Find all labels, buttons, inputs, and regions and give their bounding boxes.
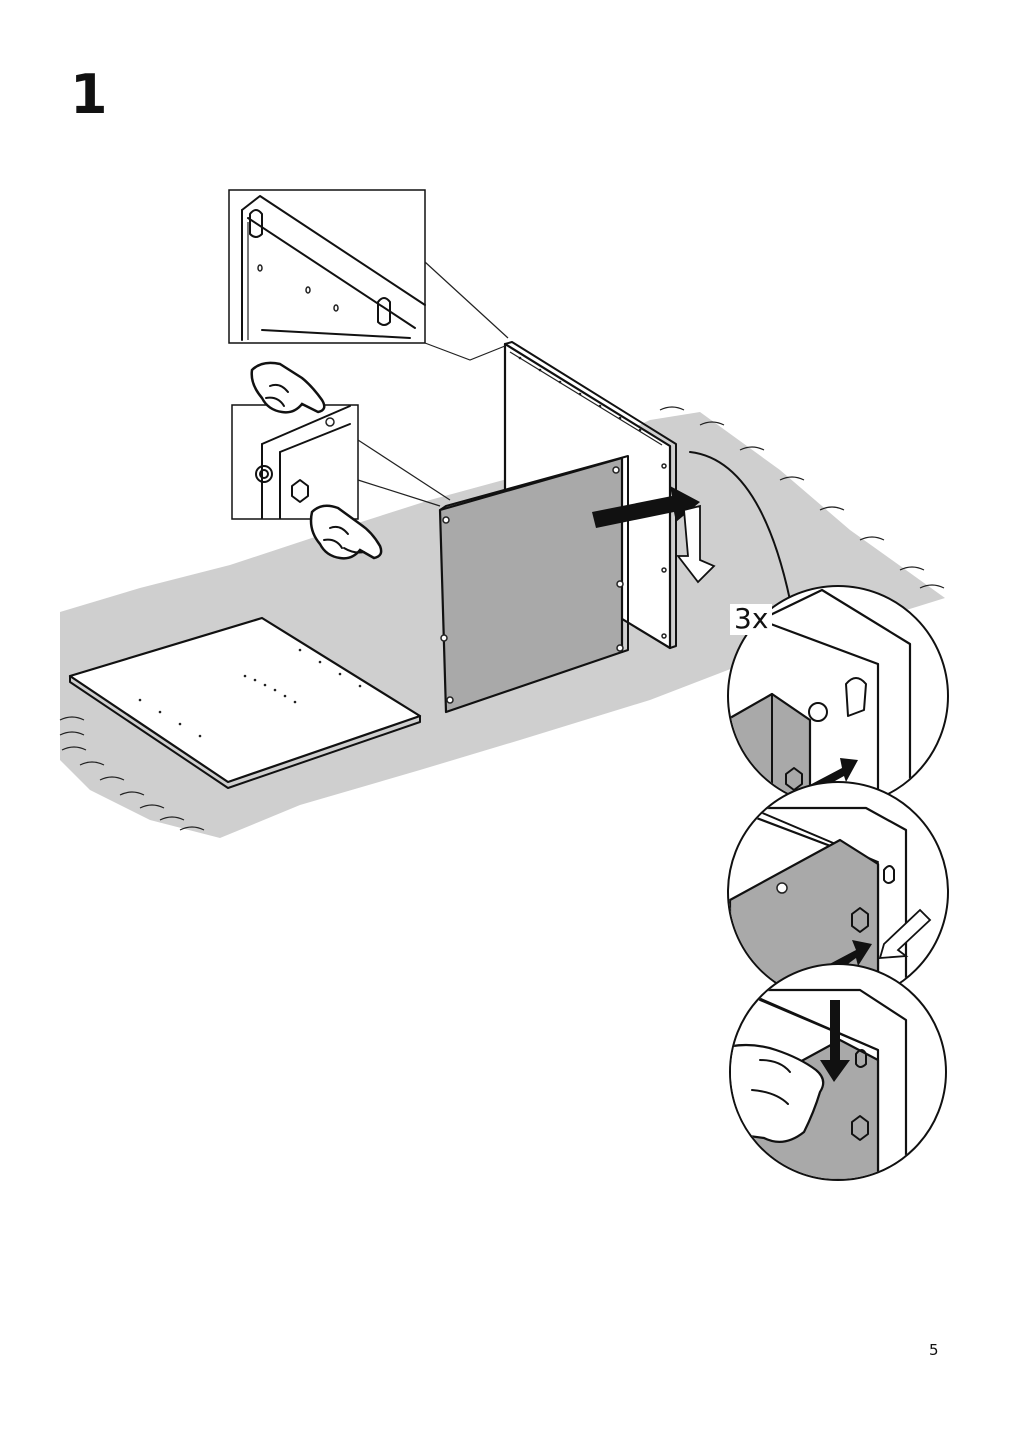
detail-box-top [228, 189, 509, 361]
step-number: 1 [70, 63, 108, 126]
arrow-down-icon [676, 504, 716, 584]
quantity-label: 3x [730, 603, 773, 635]
back-panel [438, 455, 629, 714]
detail-circle-1 [727, 585, 949, 807]
arrow-right-icon [592, 486, 700, 528]
leader-curve [689, 451, 791, 601]
rug-fringe-left [59, 716, 205, 831]
hand-pointing-cross-icon [309, 504, 383, 560]
detail-circle-3 [729, 963, 947, 1181]
floor-panel [68, 616, 422, 789]
page-number: 5 [929, 1341, 939, 1359]
hand-pointing-icon [250, 361, 326, 414]
rug-fringe-right [659, 406, 945, 589]
detail-box-middle [231, 404, 451, 520]
